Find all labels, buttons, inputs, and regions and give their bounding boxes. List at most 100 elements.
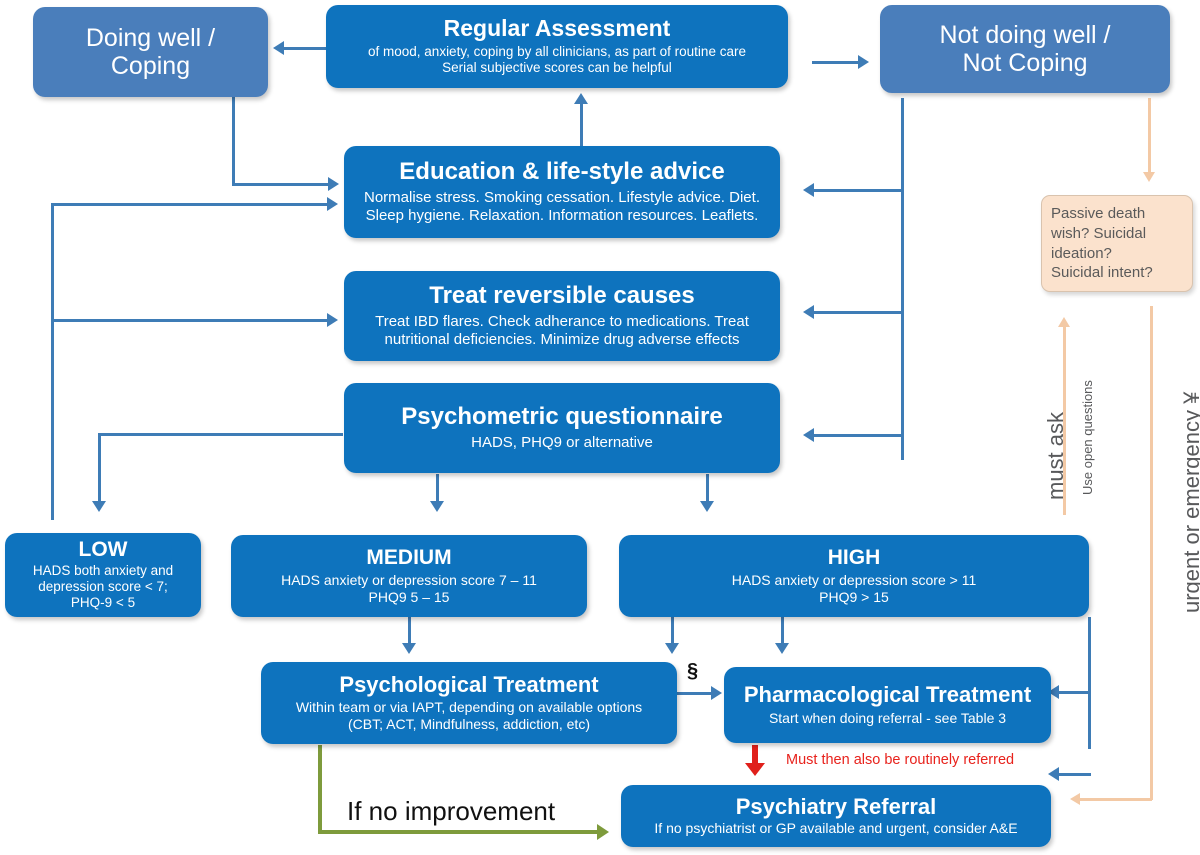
must-then-referred-label: Must then also be routinely referred <box>786 752 1015 768</box>
psychometric-left-branch-down <box>98 433 101 506</box>
right-rail-to-psychometric <box>814 434 904 437</box>
box-psychometric-sub1: HADS, PHQ9 or alternative <box>471 433 653 451</box>
box-low-title: LOW <box>78 538 128 562</box>
box-not-doing-well-title2: Not Coping <box>962 49 1088 77</box>
risk-line-3: ideation? <box>1051 244 1112 262</box>
box-education-sub2: Sleep hygiene. Relaxation. Information r… <box>365 206 759 224</box>
arrowhead-rightrail-to-psychometric <box>803 428 814 442</box>
box-high-sub1: HADS anxiety or depression score > 11 <box>731 571 977 588</box>
box-psychological-sub2: (CBT; ACT, Mindfulness, addiction, etc) <box>348 716 590 733</box>
arrowhead-bracket-to-pharma <box>1048 685 1059 699</box>
box-low[interactable]: LOW HADS both anxiety and depression sco… <box>5 533 201 617</box>
box-education-sub1: Normalise stress. Smoking cessation. Lif… <box>364 188 760 206</box>
arrowhead-high-to-pharmacological <box>775 643 789 654</box>
connector-assessment-to-notdoingwell <box>812 61 860 64</box>
arrowhead-doingwell-to-education <box>328 177 339 191</box>
box-education[interactable]: Education & life-style advice Normalise … <box>344 146 780 238</box>
urgent-emergency-line <box>1150 306 1153 800</box>
connector-psychological-to-pharmacological <box>677 692 713 695</box>
box-psychological-treatment[interactable]: Psychological Treatment Within team or v… <box>261 662 677 744</box>
left-rail-to-education <box>51 203 329 206</box>
high-right-bracket-to-psychiatry <box>1059 773 1091 776</box>
arrowhead-left-rail-to-education <box>327 197 338 211</box>
arrowhead-to-notdoingwell <box>858 55 869 69</box>
box-medium-title: MEDIUM <box>366 546 452 570</box>
connector-psychometric-to-high <box>706 474 709 506</box>
box-psychiatry-referral[interactable]: Psychiatry Referral If no psychiatrist o… <box>621 785 1051 847</box>
box-doing-well-title: Doing well / <box>85 24 216 52</box>
arrowhead-to-assessment <box>574 93 588 104</box>
box-psychiatry-sub1: If no psychiatrist or GP available and u… <box>654 820 1018 837</box>
box-pharmacological-sub1: Start when doing referral - see Table 3 <box>768 709 1007 726</box>
box-medium-sub1: HADS anxiety or depression score 7 – 11 <box>281 571 537 588</box>
arrowhead-high-to-psychological <box>665 643 679 654</box>
connector-medium-to-psychological <box>408 617 411 647</box>
box-high-title: HIGH <box>827 546 881 570</box>
right-rail-to-education <box>814 189 904 192</box>
arrowhead-must-ask-up <box>1058 317 1070 327</box>
box-high[interactable]: HIGH HADS anxiety or depression score > … <box>619 535 1089 617</box>
risk-line-2: wish? Suicidal <box>1051 224 1147 242</box>
box-psychological-title: Psychological Treatment <box>339 671 599 697</box>
box-regular-assessment-title: Regular Assessment <box>443 15 671 42</box>
box-low-sub1: HADS both anxiety and <box>32 562 174 578</box>
urgent-emergency-line-to-psychiatry <box>1080 798 1152 801</box>
connector-assessment-to-doingwell <box>284 47 326 50</box>
box-treat-reversible-sub2: nutritional deficiencies. Minimize drug … <box>384 330 740 348</box>
arrowhead-left-rail-to-reversible <box>327 313 338 327</box>
box-medium[interactable]: MEDIUM HADS anxiety or depression score … <box>231 535 587 617</box>
box-treat-reversible-title: Treat reversible causes <box>429 281 695 309</box>
if-no-improvement-label: If no improvement <box>347 796 556 826</box>
connector-doingwell-down <box>232 97 235 186</box>
risk-line-4: Suicidal intent? <box>1051 264 1153 282</box>
section-symbol-label: § <box>687 660 699 682</box>
arrowhead-no-improvement <box>597 824 609 840</box>
box-treat-reversible[interactable]: Treat reversible causes Treat IBD flares… <box>344 271 780 361</box>
left-rail-to-reversible <box>51 319 329 322</box>
arrowhead-to-risk-box <box>1143 172 1155 182</box>
right-rail-vertical <box>901 98 904 460</box>
connector-notdoingwell-to-risk <box>1148 98 1151 176</box>
high-right-bracket-vertical <box>1088 617 1091 749</box>
arrowhead-to-doingwell <box>273 41 284 55</box>
connector-education-to-assessment <box>580 100 583 148</box>
arrowhead-to-medium <box>430 501 444 512</box>
box-regular-assessment-sub2: Serial subjective scores can be helpful <box>442 60 672 76</box>
box-pharmacological-title: Pharmacological Treatment <box>743 682 1032 708</box>
box-psychological-sub1: Within team or via IAPT, depending on av… <box>295 699 643 716</box>
risk-line-1: Passive death <box>1051 204 1146 222</box>
urgent-or-emergency-label: urgent or emergency ¥ <box>1179 392 1200 613</box>
box-psychometric[interactable]: Psychometric questionnaire HADS, PHQ9 or… <box>344 383 780 473</box>
left-rail-vertical <box>51 203 54 520</box>
box-pharmacological-treatment[interactable]: Pharmacological Treatment Start when doi… <box>724 667 1051 743</box>
box-doing-well[interactable]: Doing well / Coping <box>33 7 268 97</box>
connector-high-to-psychological <box>671 617 674 647</box>
arrowhead-psychological-to-pharmacological <box>711 686 722 700</box>
no-improvement-vertical <box>318 745 322 834</box>
box-medium-sub2: PHQ9 5 – 15 <box>368 588 450 605</box>
box-low-sub2: depression score < 7; <box>38 579 168 595</box>
must-ask-arrow-line <box>1063 325 1066 515</box>
must-ask-label: must ask <box>1043 411 1068 500</box>
arrowhead-urgent-to-psychiatry <box>1070 793 1080 805</box>
arrowhead-to-high <box>700 501 714 512</box>
box-education-title: Education & life-style advice <box>399 157 725 185</box>
use-open-questions-label: Use open questions <box>1080 380 1095 495</box>
box-suicide-risk-questions[interactable]: Passive death wish? Suicidal ideation? S… <box>1041 195 1193 292</box>
box-not-doing-well-title: Not doing well / <box>939 21 1111 49</box>
box-regular-assessment[interactable]: Regular Assessment of mood, anxiety, cop… <box>326 5 788 88</box>
connector-doingwell-right <box>232 183 330 186</box>
arrowhead-rightrail-to-reversible <box>803 305 814 319</box>
connector-psychometric-to-medium <box>436 474 439 506</box>
arrowhead-medium-to-psychological <box>402 643 416 654</box>
box-not-doing-well[interactable]: Not doing well / Not Coping <box>880 5 1170 93</box>
box-doing-well-title2: Coping <box>110 52 191 80</box>
box-high-sub2: PHQ9 > 15 <box>819 588 889 605</box>
box-psychometric-title: Psychometric questionnaire <box>401 402 723 430</box>
arrowhead-red-to-psychiatry <box>745 763 765 776</box>
connector-high-to-pharmacological <box>781 617 784 647</box>
arrowhead-bracket-to-psychiatry <box>1048 767 1059 781</box>
arrowhead-to-low <box>92 501 106 512</box>
psychometric-left-branch <box>98 433 343 436</box>
